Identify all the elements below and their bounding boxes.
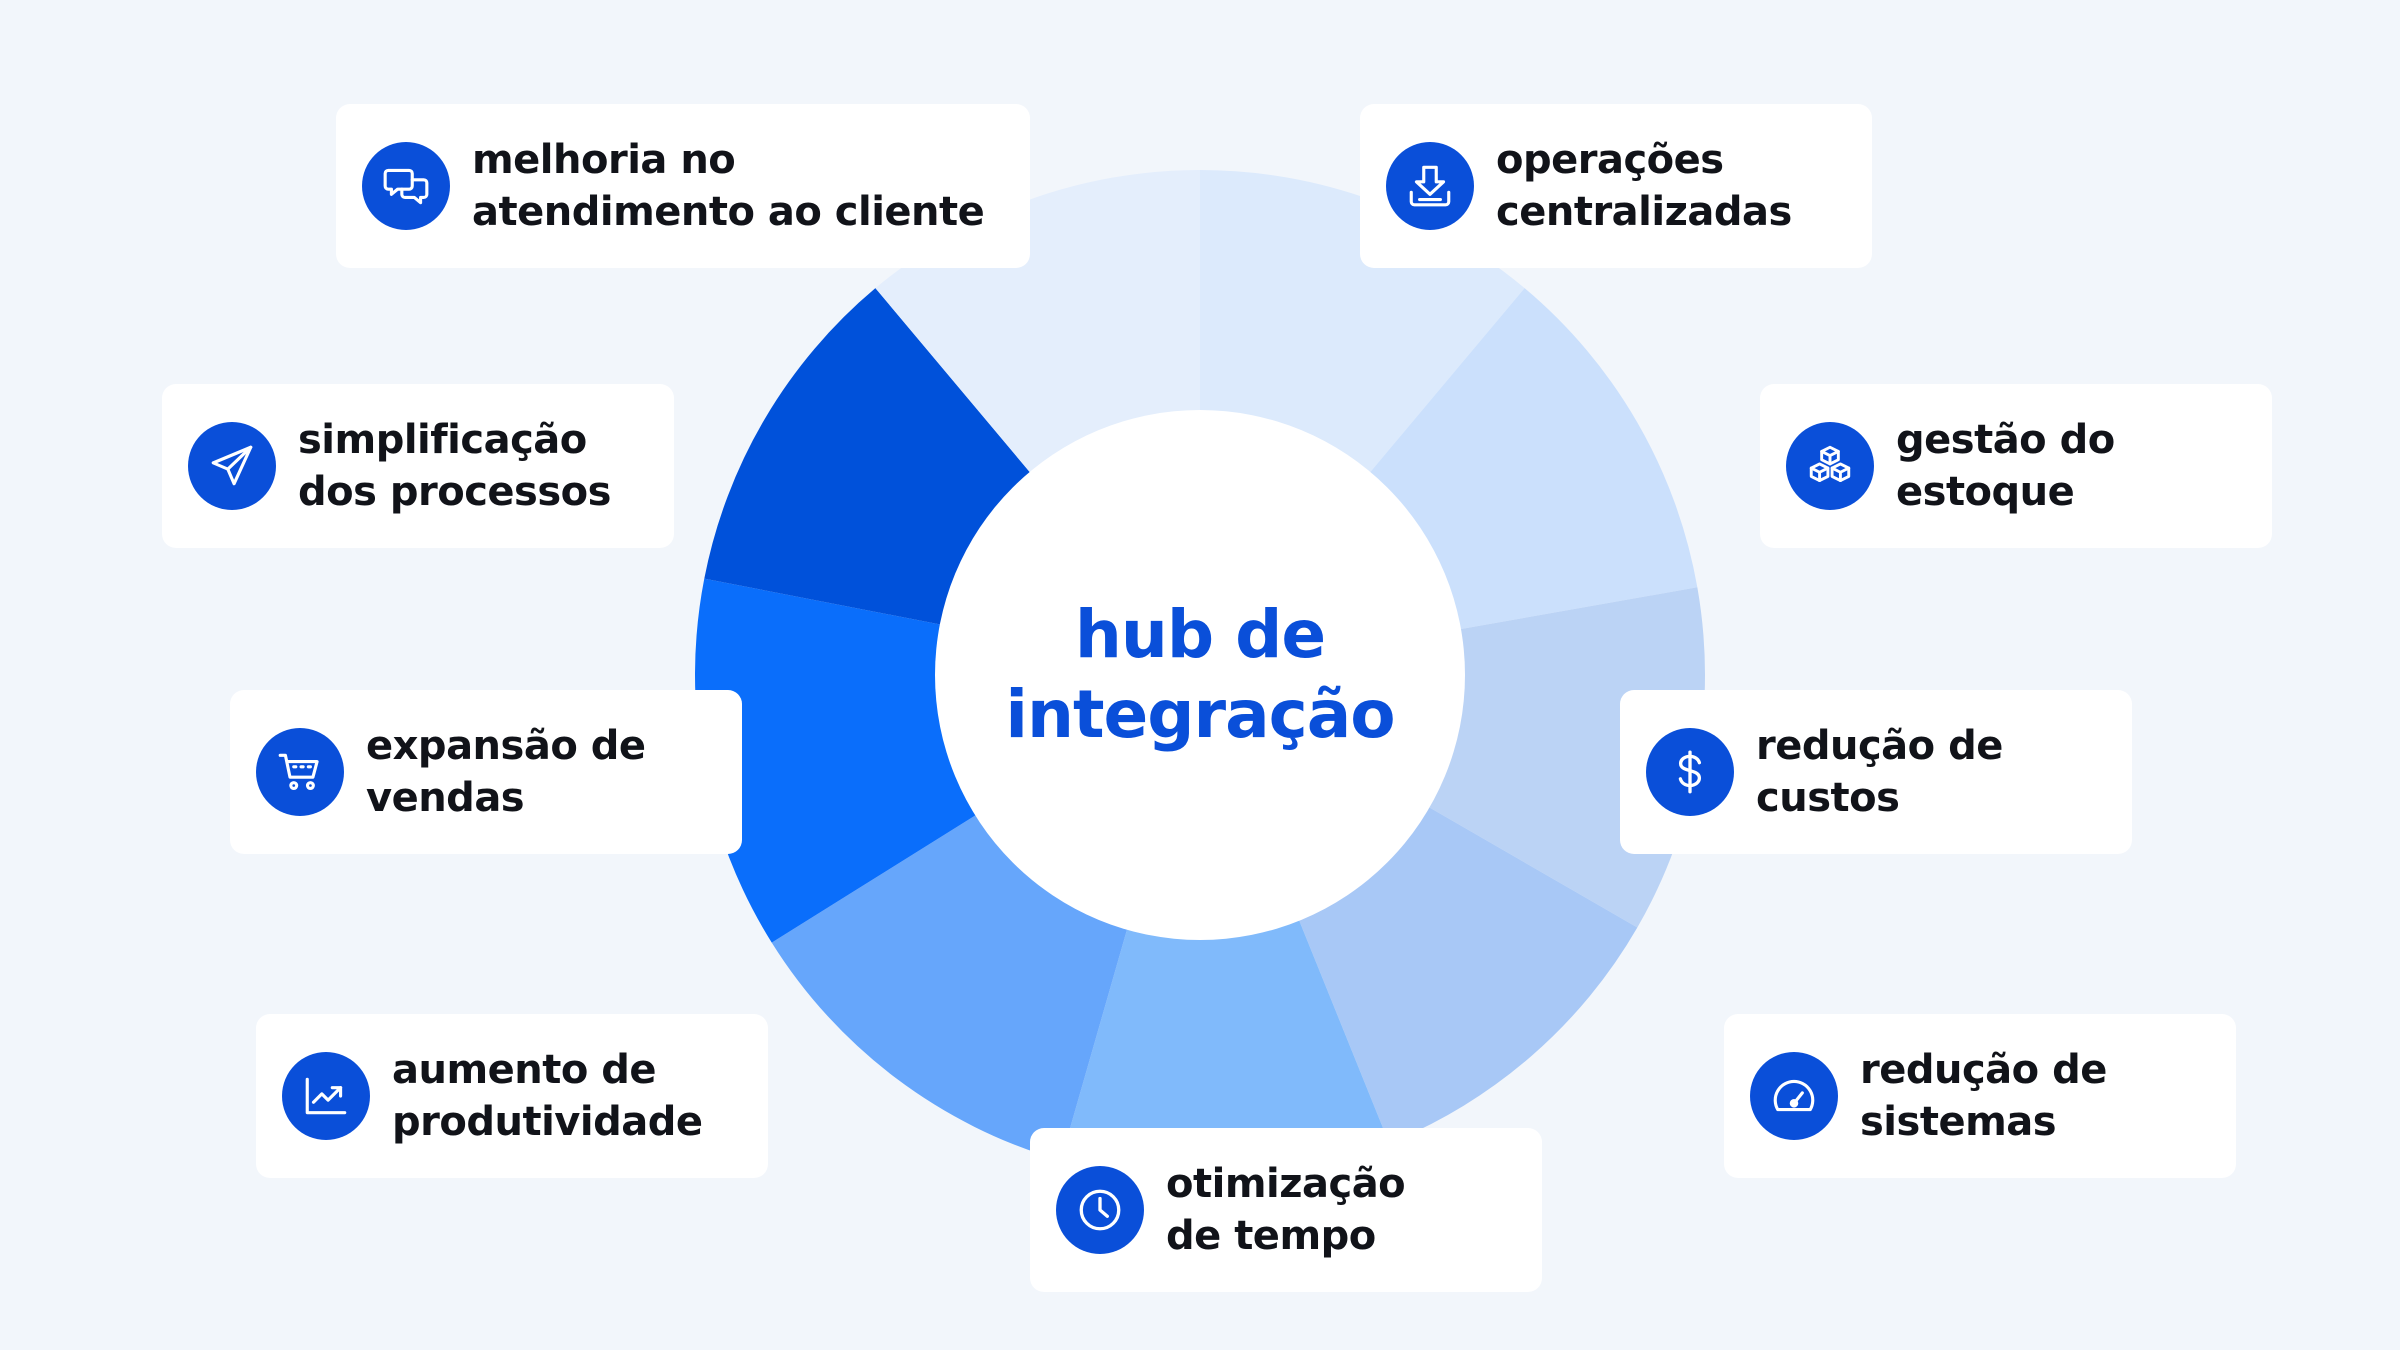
benefit-label: aumento de produtividade: [392, 1044, 703, 1148]
benefit-label-line-2: estoque: [1896, 469, 2075, 515]
benefit-card-estoque: gestão do estoque: [1760, 384, 2272, 548]
benefit-card-processos: simplificação dos processos: [162, 384, 674, 548]
benefit-label-line-2: de tempo: [1166, 1213, 1376, 1259]
wheel-segment-2: [1365, 288, 1698, 631]
benefit-card-vendas: expansão de vendas: [230, 690, 742, 854]
trend-chart-icon: [282, 1052, 370, 1140]
benefit-label: redução de custos: [1756, 720, 2003, 824]
benefit-label: melhoria no atendimento ao cliente: [472, 134, 985, 238]
benefit-label-line-1: otimização: [1166, 1161, 1406, 1207]
benefit-label: redução de sistemas: [1860, 1044, 2107, 1148]
benefit-label-line-1: redução de: [1756, 723, 2003, 769]
benefit-label-line-2: atendimento ao cliente: [472, 189, 985, 235]
chat-bubbles-icon: [362, 142, 450, 230]
benefit-label: gestão do estoque: [1896, 414, 2115, 518]
benefit-label: operações centralizadas: [1496, 134, 1792, 238]
shopping-cart-icon: [256, 728, 344, 816]
wheel-segment-5: [1060, 914, 1390, 1181]
wheel-segments: [695, 170, 1706, 1181]
benefit-label-line-1: aumento de: [392, 1047, 657, 1093]
download-tray-icon: [1386, 142, 1474, 230]
hub-center-circle: [935, 410, 1465, 940]
benefit-label-line-2: produtividade: [392, 1099, 703, 1145]
benefit-card-tempo: otimização de tempo: [1030, 1128, 1542, 1292]
benefit-label-line-1: simplificação: [298, 417, 587, 463]
hub-title: hub de integração: [930, 570, 1470, 780]
hub-title-line-2: integração: [1005, 676, 1395, 753]
benefit-label-line-2: sistemas: [1860, 1099, 2057, 1145]
benefit-label-line-2: dos processos: [298, 469, 611, 515]
hub-title-line-1: hub de: [1074, 596, 1326, 673]
wheel-segment-7: [695, 578, 982, 943]
benefit-label: expansão de vendas: [366, 720, 646, 824]
speedometer-icon: [1750, 1052, 1838, 1140]
benefit-card-operacoes: operações centralizadas: [1360, 104, 1872, 268]
benefit-label-line-1: expansão de: [366, 723, 646, 769]
clock-icon: [1056, 1166, 1144, 1254]
benefit-card-custos: redução de custos: [1620, 690, 2132, 854]
boxes-icon: [1786, 422, 1874, 510]
benefit-card-sistemas: redução de sistemas: [1724, 1014, 2236, 1178]
benefit-card-atendimento: melhoria no atendimento ao cliente: [336, 104, 1030, 268]
wheel-segment-8: [704, 288, 1035, 626]
benefit-label-line-1: gestão do: [1896, 417, 2115, 463]
dollar-sign-icon: [1646, 728, 1734, 816]
benefit-label-line-2: vendas: [366, 775, 525, 821]
benefit-label: otimização de tempo: [1166, 1158, 1406, 1262]
benefit-label-line-2: centralizadas: [1496, 189, 1792, 235]
benefit-label: simplificação dos processos: [298, 414, 611, 518]
benefit-label-line-1: melhoria no: [472, 137, 736, 183]
benefit-label-line-1: operações: [1496, 137, 1724, 183]
benefit-card-produtividade: aumento de produtividade: [256, 1014, 768, 1178]
wheel-segment-4: [1296, 804, 1638, 1144]
benefit-label-line-1: redução de: [1860, 1047, 2107, 1093]
paper-plane-icon: [188, 422, 276, 510]
benefit-label-line-2: custos: [1756, 775, 1900, 821]
wheel-segment-6: [771, 811, 1129, 1161]
